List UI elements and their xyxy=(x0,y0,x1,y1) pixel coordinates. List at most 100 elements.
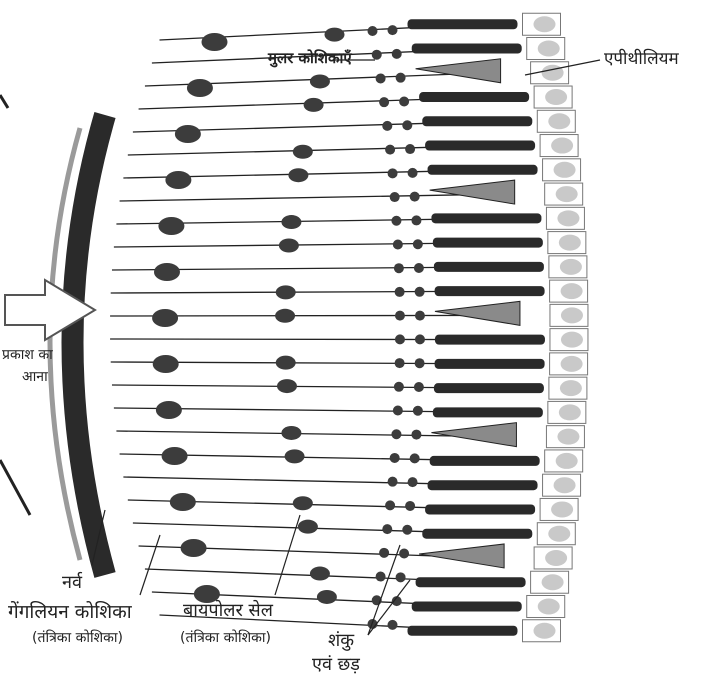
photoreceptor-nucleus xyxy=(402,525,412,535)
leader-ganglion xyxy=(140,535,160,595)
photoreceptor-nucleus xyxy=(414,382,424,392)
epithelium-nucleus xyxy=(554,162,576,178)
photoreceptor-nucleus xyxy=(382,121,392,131)
rod-segment xyxy=(412,44,522,54)
ganglion-cell-body xyxy=(162,447,188,465)
ganglion-cell-body xyxy=(170,493,196,511)
epithelium-nucleus xyxy=(534,16,556,32)
epithelium-nucleus xyxy=(561,307,583,323)
photoreceptor-nucleus xyxy=(395,334,405,344)
bipolar-cell-sublabel: (तंत्रिका कोशिका) xyxy=(180,628,271,647)
photoreceptor-nucleus xyxy=(372,50,382,60)
ganglion-cell-body xyxy=(153,355,179,373)
photoreceptor-nucleus xyxy=(396,572,406,582)
rod-segment xyxy=(416,577,526,587)
epithelium-nucleus xyxy=(560,380,582,396)
bipolar-cell-body xyxy=(325,28,345,42)
photoreceptor-nucleus xyxy=(414,263,424,273)
rod-segment xyxy=(419,92,529,102)
photoreceptor-nucleus xyxy=(388,168,398,178)
epithelium-label: एपीथीलियम xyxy=(604,46,679,69)
photoreceptor-nucleus xyxy=(393,239,403,249)
photoreceptor-nucleus xyxy=(410,192,420,202)
photoreceptor-nucleus xyxy=(402,120,412,130)
epithelium-nucleus xyxy=(551,501,573,517)
bipolar-cell-body xyxy=(288,168,308,182)
rod-segment xyxy=(434,383,544,393)
epithelium-nucleus xyxy=(542,65,564,81)
photoreceptor-nucleus xyxy=(405,501,415,511)
photoreceptor-nucleus xyxy=(388,477,398,487)
photoreceptor-nucleus xyxy=(411,215,421,225)
ganglion-cell-body xyxy=(202,33,228,51)
ganglion-cell-body xyxy=(181,539,207,557)
photoreceptor-nucleus xyxy=(394,382,404,392)
light-entry-label-line2: आना xyxy=(22,367,48,386)
epithelium-nucleus xyxy=(538,598,560,614)
photoreceptor-nucleus xyxy=(411,430,421,440)
rod-segment xyxy=(412,601,522,611)
bipolar-cell-body xyxy=(281,215,301,229)
rod-segment xyxy=(428,165,538,175)
photoreceptor-nucleus xyxy=(395,287,405,297)
photoreceptor-nucleus xyxy=(390,453,400,463)
muller-cells-label: मुलर कोशिकाएँ xyxy=(268,48,352,68)
photoreceptor-nucleus xyxy=(405,144,415,154)
rod-segment xyxy=(422,116,532,126)
photoreceptor-nucleus xyxy=(391,216,401,226)
ganglion-cell-body xyxy=(156,401,182,419)
rod-segment xyxy=(422,529,532,539)
ganglion-cell-body xyxy=(175,125,201,143)
rod-segment xyxy=(435,286,545,296)
epithelium-nucleus xyxy=(554,477,576,493)
photoreceptor-nucleus xyxy=(413,406,423,416)
ganglion-cell-body xyxy=(165,171,191,189)
photoreceptor-nucleus xyxy=(376,73,386,83)
photoreceptor-nucleus xyxy=(388,620,398,630)
epithelium-nucleus xyxy=(561,356,583,372)
rod-segment xyxy=(431,213,541,223)
edge-mark-top xyxy=(0,95,8,108)
photoreceptor-nucleus xyxy=(399,96,409,106)
photoreceptor-nucleus xyxy=(415,287,425,297)
bipolar-cell-body xyxy=(279,238,299,252)
photoreceptor-nucleus xyxy=(408,477,418,487)
bipolar-cell-body xyxy=(298,520,318,534)
rod-segment xyxy=(433,238,543,248)
nerve-fiber-band xyxy=(73,115,106,575)
light-entry-label-line1: प्रकाश का xyxy=(2,345,53,364)
ganglion-cell-body xyxy=(187,79,213,97)
cone-label: शंकु xyxy=(328,628,354,652)
cell-rows xyxy=(110,13,588,642)
ganglion-cell-body xyxy=(152,309,178,327)
rod-segment xyxy=(430,456,540,466)
photoreceptor-nucleus xyxy=(395,311,405,321)
photoreceptor-nucleus xyxy=(396,73,406,83)
photoreceptor-nucleus xyxy=(393,406,403,416)
rod-label: एवं छड़ xyxy=(312,652,360,676)
bipolar-cell-body xyxy=(277,379,297,393)
photoreceptor-nucleus xyxy=(379,97,389,107)
epithelium-nucleus xyxy=(534,623,556,639)
photoreceptor-nucleus xyxy=(399,549,409,559)
rod-segment xyxy=(425,141,535,151)
photoreceptor-nucleus xyxy=(368,26,378,36)
rod-segment xyxy=(408,19,518,29)
epithelium-nucleus xyxy=(551,138,573,154)
cone-segment xyxy=(435,301,520,325)
bipolar-cell-body xyxy=(310,567,330,581)
photoreceptor-nucleus xyxy=(415,334,425,344)
bipolar-cell-body xyxy=(317,590,337,604)
ganglion-cell-label: गेंगलियन कोशिका xyxy=(8,598,132,624)
ganglion-cell-body xyxy=(158,217,184,235)
bipolar-cell-label: बायपोलर सेल xyxy=(183,598,273,622)
photoreceptor-nucleus xyxy=(388,25,398,35)
bipolar-cell-body xyxy=(275,309,295,323)
photoreceptor-nucleus xyxy=(410,453,420,463)
photoreceptor-nucleus xyxy=(390,192,400,202)
epithelium-nucleus xyxy=(548,113,570,129)
cell-connection-line xyxy=(120,194,505,201)
photoreceptor-nucleus xyxy=(415,311,425,321)
cone-segment xyxy=(431,423,516,447)
